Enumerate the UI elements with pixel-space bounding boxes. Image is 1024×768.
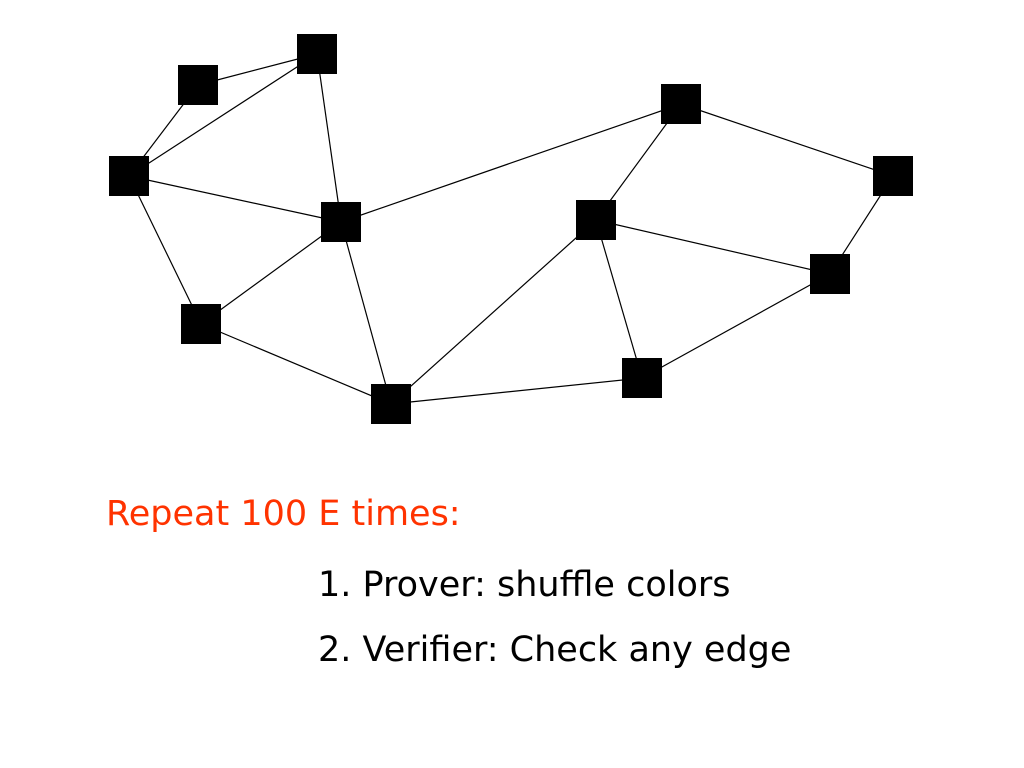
node-layer — [109, 34, 913, 424]
graph-node — [576, 200, 616, 240]
graph-node — [622, 358, 662, 398]
step-verifier: 2. Verifier: Check any edge — [318, 630, 792, 670]
graph-node — [297, 34, 337, 74]
graph-edge — [390, 377, 643, 405]
graph-edge — [340, 221, 392, 405]
graph-node — [810, 254, 850, 294]
graph-node — [181, 304, 221, 344]
graph-edge — [128, 175, 202, 325]
graph-node — [873, 156, 913, 196]
graph-edge — [128, 53, 318, 177]
edge-layer — [128, 53, 894, 405]
graph-edge — [641, 273, 831, 379]
graph-edge — [595, 219, 643, 379]
graph-node — [109, 156, 149, 196]
graph-edge — [200, 221, 342, 325]
graph-edge — [340, 103, 682, 223]
graph-node — [371, 384, 411, 424]
graph-diagram — [109, 34, 913, 424]
graph-edge — [595, 219, 831, 275]
graph-node — [178, 65, 218, 105]
graph-edge — [316, 53, 342, 223]
graph-node — [661, 84, 701, 124]
graph-edge — [390, 219, 597, 405]
graph-node — [321, 202, 361, 242]
graph-edge — [128, 175, 342, 223]
step-prover: 1. Prover: shuffle colors — [318, 565, 731, 605]
graph-edge — [680, 103, 894, 177]
graph-edge — [200, 323, 392, 405]
repeat-heading: Repeat 100 E times: — [106, 494, 461, 534]
